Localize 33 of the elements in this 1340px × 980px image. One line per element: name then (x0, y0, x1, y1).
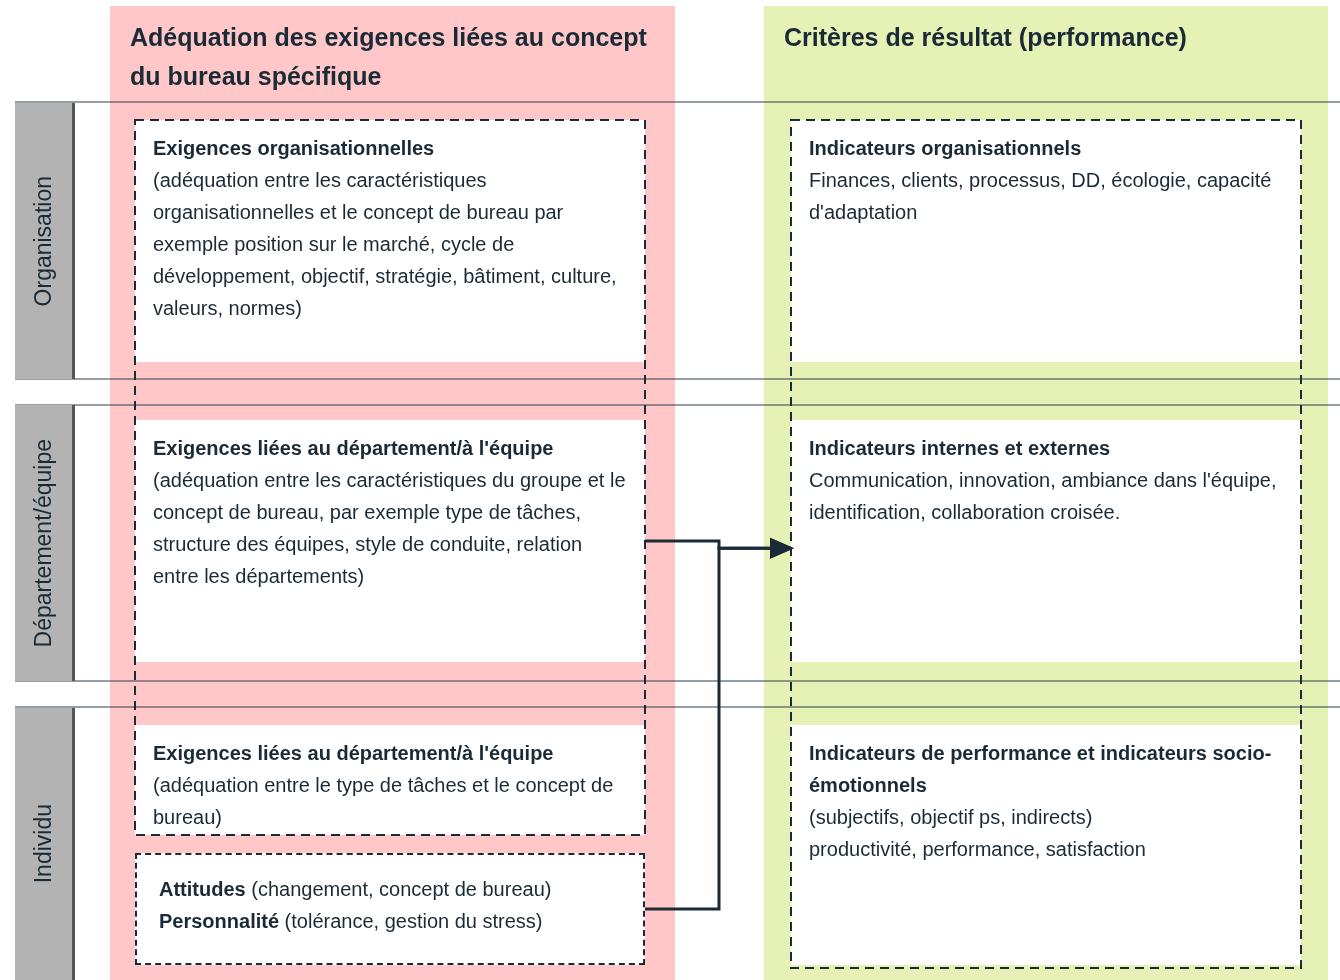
connector-arrow (645, 537, 794, 911)
text-box (135, 420, 645, 662)
row-label-text: Individu (30, 804, 57, 884)
box-text: (adéquation entre le type de tâches et le concept de bureau) (153, 773, 615, 830)
box-text: (subjectifs, objectif ps, indirects) (809, 805, 1094, 830)
box-heading: Exigences liées au département/à l'équipe (153, 436, 555, 461)
results-column (764, 6, 1328, 980)
text-box (135, 725, 645, 835)
box-text: (adéquation entre les caractéristiques du groupe et le concept de bureau, par exemple type de tâches, structure des équipes, style de conduite, relation entre les départements) (153, 468, 627, 589)
text-box (135, 120, 645, 362)
column-heading: Critères de résultat (performance) (783, 22, 1188, 53)
box-heading: Exigences organisationnelles (153, 136, 436, 161)
column-heading: Adéquation des exigences liées au concept du bureau spécifique (129, 22, 648, 92)
row-label-text: Département/équipe (30, 438, 57, 648)
box-text: Communication, innovation, ambiance dans l'équipe, identification, collaboration croisée. (809, 468, 1278, 525)
box-text: Finances, clients, processus, DD, écologie, capacité d'adaptation (809, 168, 1273, 225)
box-heading: Indicateurs organisationnels (809, 136, 1083, 161)
text-box (791, 420, 1301, 662)
text-box (135, 853, 645, 965)
text-box (791, 120, 1301, 362)
text-box (791, 725, 1301, 965)
requirements-column (110, 6, 675, 980)
row-label (15, 405, 75, 681)
box-text: Personnalité (tolérance, gestion du stress) (159, 909, 544, 934)
box-heading: Indicateurs de performance et indicateurs socio-émotionnels (809, 741, 1273, 798)
row-label (15, 103, 75, 379)
box-heading: Exigences liées au département/à l'équipe (153, 741, 555, 766)
box-heading: Indicateurs internes et externes (809, 436, 1112, 461)
row-label (15, 708, 75, 980)
box-text: (adéquation entre les caractéristiques organisationnelles et le concept de bureau par exemple position sur le marché, cycle de développement, objectif, stratégie, bâtiment, culture, valeurs, normes) (153, 168, 618, 321)
row-label-text: Organisation (30, 175, 57, 307)
box-text: Attitudes (changement, concept de bureau) (159, 877, 553, 902)
box-text: productivité, performance, satisfaction (809, 837, 1147, 862)
